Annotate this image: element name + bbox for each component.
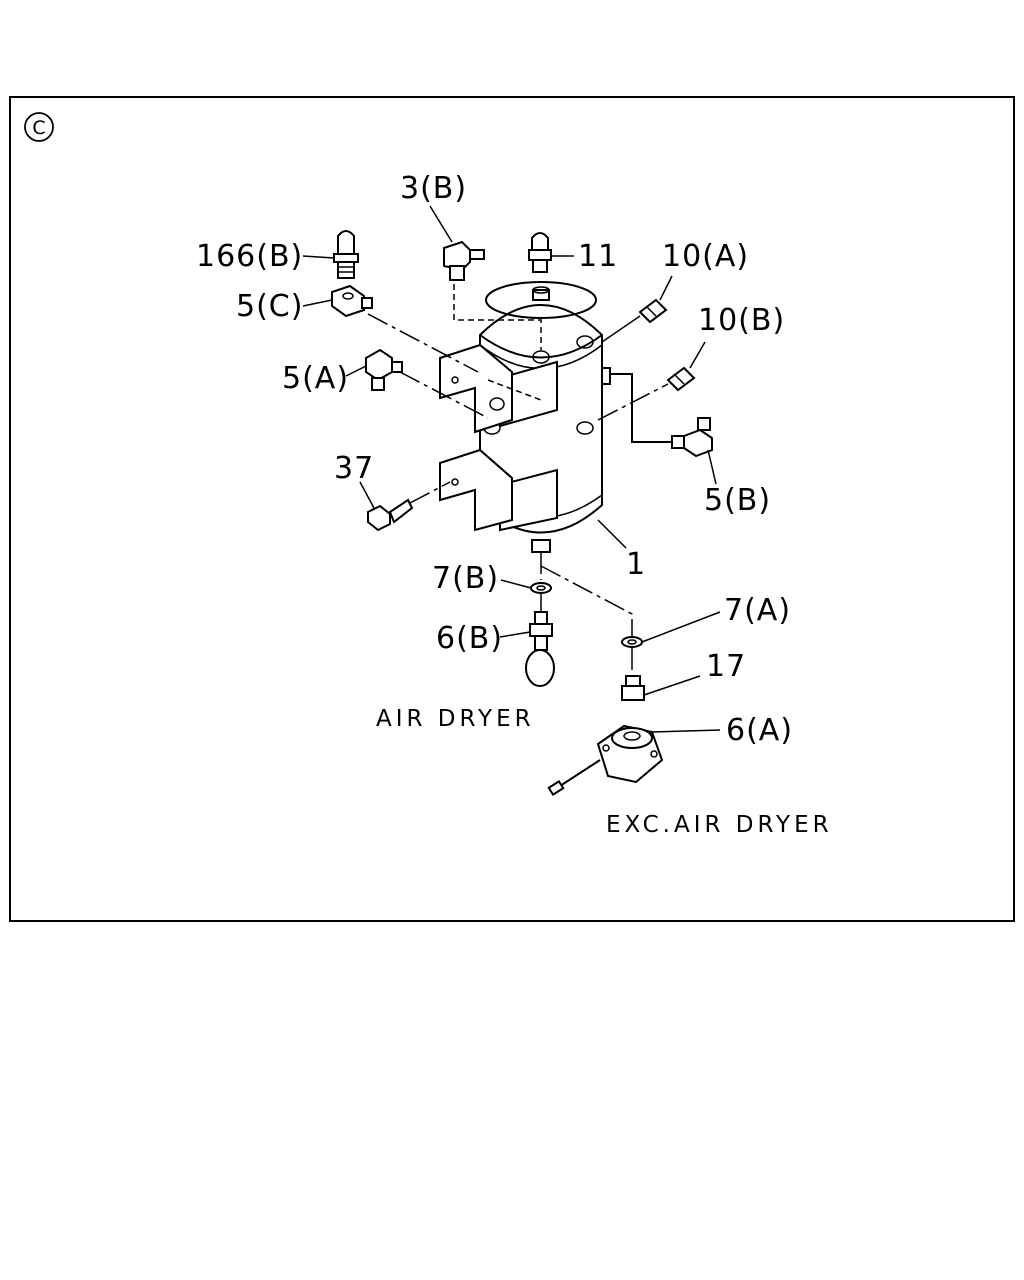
drain-valve-6a xyxy=(547,724,664,796)
tee-fitting-5c xyxy=(331,284,373,318)
mounting-bracket-lower xyxy=(439,448,513,532)
label-17: 17 xyxy=(706,649,746,684)
view-marker: C xyxy=(24,112,54,142)
label-7a: 7(A) xyxy=(724,593,791,628)
elbow-fitting-3b xyxy=(443,240,485,281)
elbow-fitting-5b xyxy=(671,417,713,458)
label-5b: 5(B) xyxy=(704,483,771,518)
diagram-frame xyxy=(9,96,1015,922)
label-7b: 7(B) xyxy=(432,561,499,596)
label-10b: 10(B) xyxy=(698,303,785,338)
bolt-37 xyxy=(367,498,414,532)
washer-7b xyxy=(530,582,552,594)
valve-166b xyxy=(333,230,359,279)
label-166b: 166(B) xyxy=(196,239,303,274)
label-10a: 10(A) xyxy=(662,239,749,274)
label-11: 11 xyxy=(578,239,618,274)
drain-valve-6b xyxy=(525,611,555,687)
label-5c: 5(C) xyxy=(236,289,303,324)
label-1: 1 xyxy=(626,547,646,582)
plug-10b xyxy=(666,366,696,392)
caption-exc-air-dryer: EXC.AIR DRYER xyxy=(606,812,833,838)
label-6a: 6(A) xyxy=(726,713,793,748)
leader-lines xyxy=(302,205,721,733)
label-37: 37 xyxy=(334,451,374,486)
label-5a: 5(A) xyxy=(282,361,349,396)
label-3b: 3(B) xyxy=(400,171,467,206)
plug-11 xyxy=(528,232,552,273)
plug-10a xyxy=(638,298,668,324)
adapter-17 xyxy=(621,675,645,701)
view-marker-letter: C xyxy=(32,117,45,139)
label-6b: 6(B) xyxy=(436,621,503,656)
elbow-fitting-5a xyxy=(365,348,403,391)
caption-air-dryer: AIR DRYER xyxy=(376,706,535,732)
washer-7a xyxy=(621,636,643,648)
